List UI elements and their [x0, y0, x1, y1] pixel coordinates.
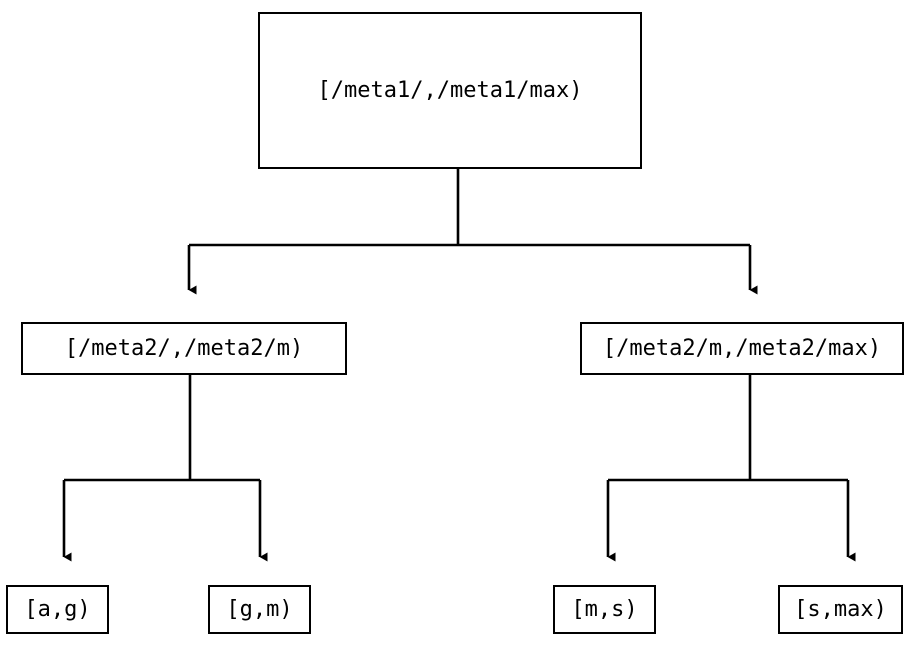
tree-node-leaf-0[interactable]: [a,g)	[6, 585, 109, 634]
tree-node-root-label: [/meta1/,/meta1/max)	[317, 77, 583, 103]
tree-node-mid-right-label: [/meta2/m,/meta2/max)	[602, 335, 882, 361]
tree-node-leaf-1-label: [g,m)	[226, 596, 293, 622]
tree-node-leaf-2[interactable]: [m,s)	[553, 585, 656, 634]
tree-node-leaf-2-label: [m,s)	[571, 596, 638, 622]
tree-node-mid-left-label: [/meta2/,/meta2/m)	[64, 335, 304, 361]
tree-node-leaf-3[interactable]: [s,max)	[778, 585, 903, 634]
tree-node-leaf-3-label: [s,max)	[794, 596, 887, 622]
tree-node-root[interactable]: [/meta1/,/meta1/max)	[258, 12, 642, 169]
tree-node-leaf-1[interactable]: [g,m)	[208, 585, 311, 634]
tree-node-mid-right[interactable]: [/meta2/m,/meta2/max)	[580, 322, 904, 375]
tree-node-leaf-0-label: [a,g)	[24, 596, 91, 622]
tree-node-mid-left[interactable]: [/meta2/,/meta2/m)	[21, 322, 347, 375]
